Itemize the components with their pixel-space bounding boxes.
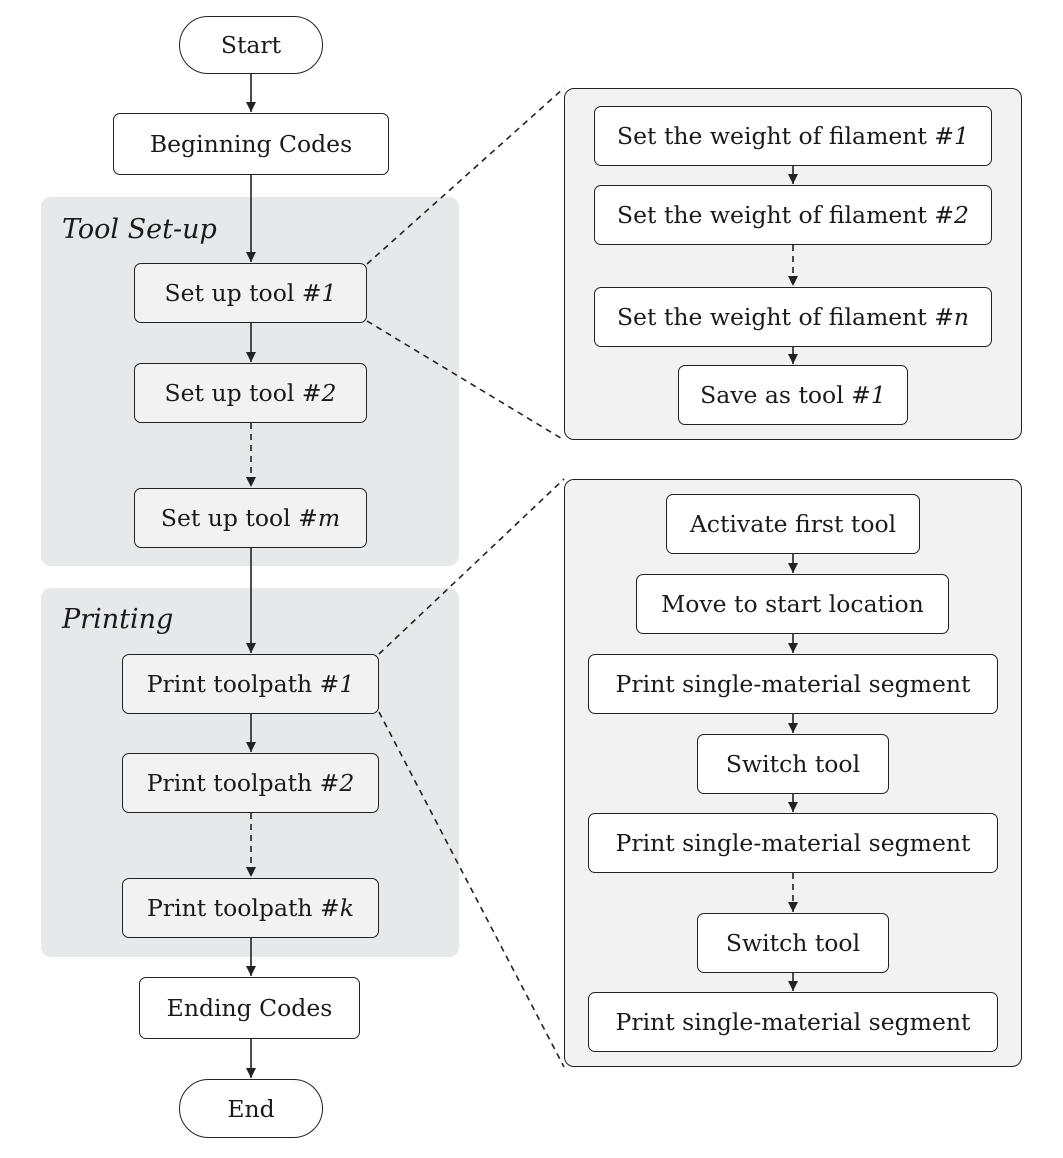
start-node: Start xyxy=(179,16,323,74)
single-material-segment-2-node: Print single-material segment xyxy=(588,813,998,873)
zoom-line-tool-top xyxy=(366,87,565,265)
move-to-start-node: Move to start location xyxy=(636,574,949,634)
tool-setup-title: Tool Set-up xyxy=(62,214,217,245)
single-material-segment-3-node: Print single-material segment xyxy=(588,992,998,1052)
beginning-codes-node: Beginning Codes xyxy=(113,113,389,175)
set-up-tool-2-node: Set up tool #2 xyxy=(134,363,367,423)
ending-codes-node: Ending Codes xyxy=(139,977,360,1039)
zoom-line-tool-bottom xyxy=(366,320,565,441)
zoom-line-print-top xyxy=(378,478,565,655)
weight-filament-n-node: Set the weight of filament #n xyxy=(594,287,992,347)
end-node: End xyxy=(179,1079,323,1138)
set-up-tool-1-node: Set up tool #1 xyxy=(134,263,367,323)
print-toolpath-2-node: Print toolpath #2 xyxy=(122,753,379,813)
activate-first-tool-node: Activate first tool xyxy=(666,494,920,554)
set-up-tool-m-node: Set up tool #m xyxy=(134,488,367,548)
weight-filament-1-node: Set the weight of filament #1 xyxy=(594,106,992,166)
print-toolpath-1-node: Print toolpath #1 xyxy=(122,654,379,714)
print-toolpath-k-node: Print toolpath #k xyxy=(122,878,379,938)
weight-filament-2-node: Set the weight of filament #2 xyxy=(594,185,992,245)
printing-title: Printing xyxy=(62,604,174,635)
zoom-line-print-bottom xyxy=(378,711,565,1068)
save-as-tool-node: Save as tool #1 xyxy=(678,365,908,425)
switch-tool-1-node: Switch tool xyxy=(697,734,889,794)
single-material-segment-1-node: Print single-material segment xyxy=(588,654,998,714)
switch-tool-2-node: Switch tool xyxy=(697,913,889,973)
